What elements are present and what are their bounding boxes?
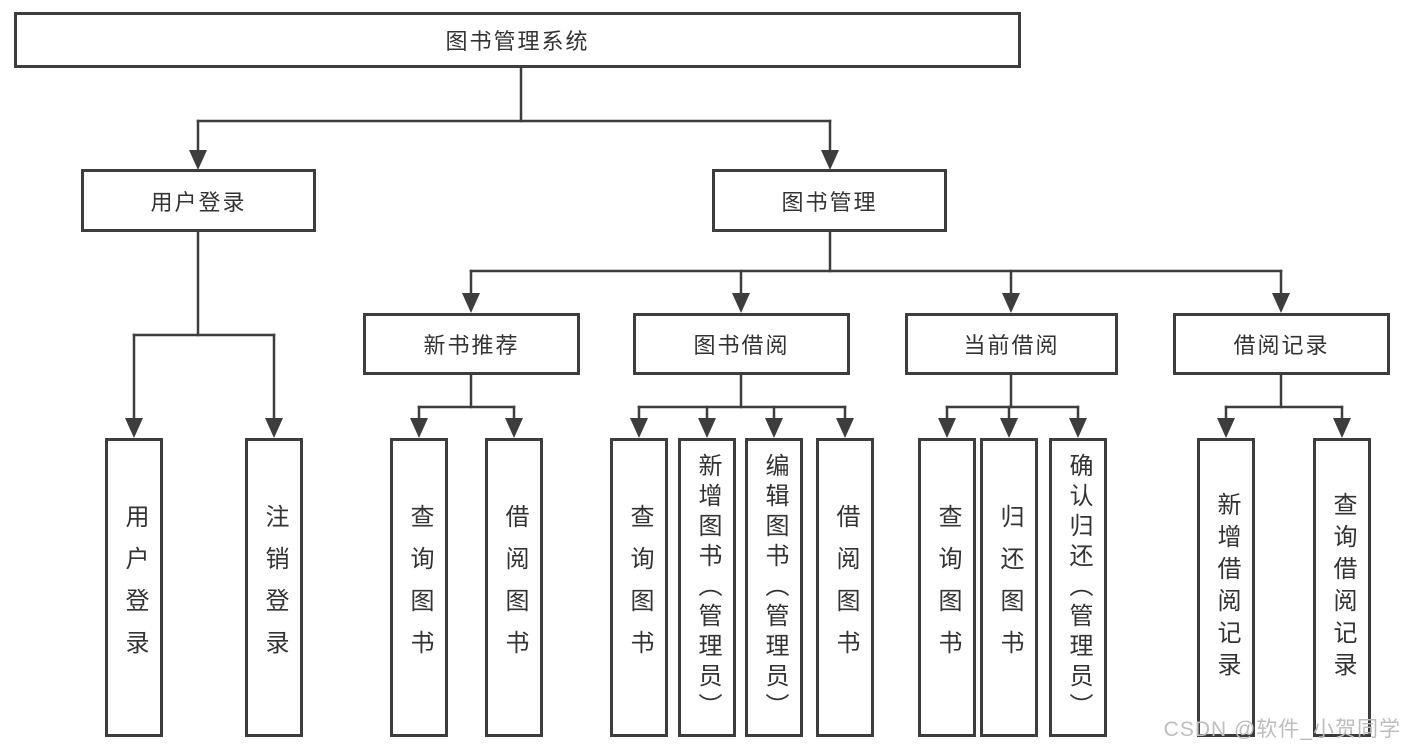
leaf-borrow-books-label: 借阅图书 [501, 503, 528, 672]
arrow-down-icon [938, 418, 956, 438]
node-root-label: 图书管理系统 [445, 29, 590, 54]
arrow-down-icon [125, 418, 143, 438]
leaf-borrow-books-2: 借阅图书 [816, 438, 874, 737]
arrow-down-icon [630, 418, 648, 438]
arrow-down-icon [1333, 418, 1351, 438]
arrow-down-icon [505, 418, 523, 438]
leaf-add-borrow-record: 新增借阅记录 [1197, 438, 1255, 737]
leaf-logout: 注销登录 [245, 438, 303, 737]
arrow-down-icon [1272, 293, 1290, 313]
node-user-login-label: 用户登录 [150, 189, 247, 215]
arrow-down-icon [1069, 418, 1087, 438]
leaf-query-borrow-record: 查询借阅记录 [1313, 438, 1371, 737]
arrow-down-icon [189, 150, 207, 170]
leaf-add-book-admin-label: 新增图书（管理员） [694, 452, 721, 723]
arrow-down-icon [836, 418, 854, 438]
leaf-edit-book-admin: 编辑图书（管理员） [745, 438, 803, 737]
node-book-borrow: 图书借阅 [633, 313, 850, 375]
leaf-confirm-return-admin: 确认归还（管理员） [1049, 438, 1107, 737]
arrow-down-icon [1217, 418, 1235, 438]
arrow-down-icon [265, 418, 283, 438]
leaf-edit-book-admin-label: 编辑图书（管理员） [761, 452, 788, 723]
node-book-management: 图书管理 [712, 169, 947, 232]
leaf-return-books-label: 归还图书 [996, 503, 1023, 672]
node-user-login: 用户登录 [81, 169, 316, 232]
arrow-down-icon [821, 150, 839, 170]
node-root: 图书管理系统 [14, 12, 1021, 68]
node-current-borrow: 当前借阅 [905, 313, 1118, 375]
leaf-logout-label: 注销登录 [261, 503, 288, 672]
leaf-query-books: 查询图书 [390, 438, 448, 737]
arrow-down-icon [462, 293, 480, 313]
arrow-down-icon [1002, 293, 1020, 313]
leaf-add-borrow-record-label: 新增借阅记录 [1213, 491, 1240, 684]
arrow-down-icon [410, 418, 428, 438]
node-borrow-records-label: 借阅记录 [1233, 333, 1330, 358]
leaf-query-books-3-label: 查询图书 [934, 503, 961, 672]
arrowhead-icons [125, 150, 1351, 438]
leaf-return-books: 归还图书 [980, 438, 1038, 737]
node-borrow-records: 借阅记录 [1173, 313, 1390, 375]
leaf-query-books-2-label: 查询图书 [626, 503, 653, 672]
leaf-query-books-2: 查询图书 [610, 438, 668, 737]
leaf-borrow-books: 借阅图书 [485, 438, 543, 737]
leaf-query-borrow-record-label: 查询借阅记录 [1329, 491, 1356, 684]
leaf-query-books-3: 查询图书 [918, 438, 976, 737]
leaf-add-book-admin: 新增图书（管理员） [678, 438, 736, 737]
leaf-user-login-label: 用户登录 [121, 503, 148, 672]
arrow-down-icon [698, 418, 716, 438]
node-current-borrow-label: 当前借阅 [963, 333, 1060, 358]
leaf-borrow-books-2-label: 借阅图书 [832, 503, 859, 672]
node-book-borrow-label: 图书借阅 [693, 333, 790, 358]
node-book-management-label: 图书管理 [781, 189, 878, 215]
watermark: CSDN @软件_小贺同学 [1163, 718, 1401, 741]
arrow-down-icon [732, 293, 750, 313]
arrow-down-icon [765, 418, 783, 438]
leaf-user-login: 用户登录 [105, 438, 163, 737]
node-new-book-recommend: 新书推荐 [363, 313, 580, 375]
leaf-confirm-return-admin-label: 确认归还（管理员） [1065, 452, 1092, 723]
arrow-down-icon [1000, 418, 1018, 438]
node-new-book-recommend-label: 新书推荐 [423, 333, 520, 358]
leaf-query-books-label: 查询图书 [406, 503, 433, 672]
